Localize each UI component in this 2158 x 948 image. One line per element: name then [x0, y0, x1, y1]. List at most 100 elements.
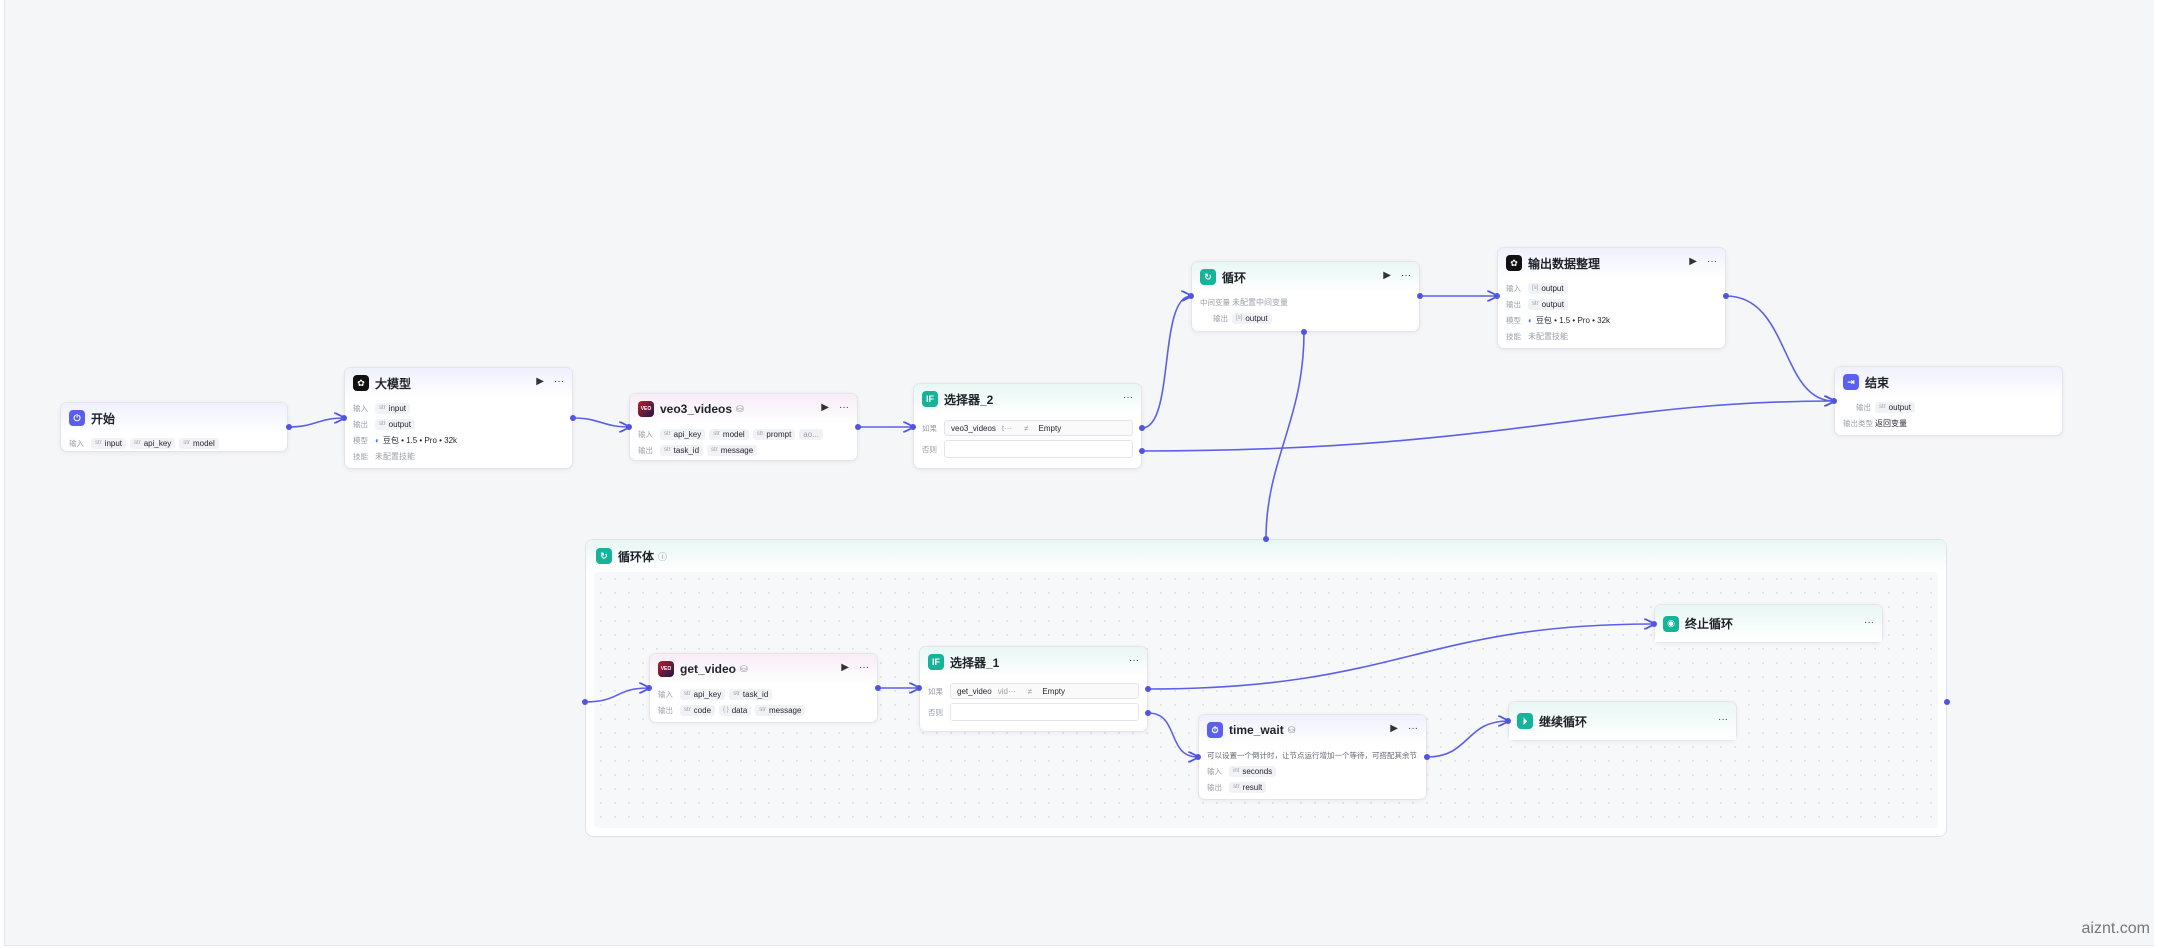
node-header: ⏻ 开始 [61, 403, 287, 433]
input-port[interactable] [916, 685, 922, 691]
run-button[interactable]: ▶ [1689, 256, 1697, 267]
input-port[interactable] [910, 424, 916, 430]
if-port[interactable] [1145, 686, 1151, 692]
input-port[interactable] [1651, 621, 1657, 627]
condition-field[interactable]: get_video vid··· ≠ Empty [950, 683, 1139, 699]
else-field[interactable] [944, 440, 1133, 458]
skill-value: 未配置技能 [375, 451, 415, 461]
more-button[interactable]: ··· [1864, 617, 1874, 628]
node-selector-2[interactable]: IF 选择器_2 ··· 如果 veo3_videos t··· ≠ Empty… [913, 383, 1142, 469]
input-label: 输入 [638, 429, 653, 439]
more-button[interactable]: ··· [859, 662, 869, 673]
run-button[interactable]: ▶ [1390, 723, 1398, 734]
node-selector-1[interactable]: IF 选择器_1 ··· 如果 get_video vid··· ≠ Empty… [919, 646, 1148, 732]
output-port[interactable] [1723, 293, 1729, 299]
continue-icon: ⏵ [1517, 713, 1533, 729]
plugin-icon: ⛁ [736, 403, 744, 414]
input-label: 输入 [1207, 766, 1222, 776]
if-port[interactable] [1139, 425, 1145, 431]
more-button[interactable]: ··· [1123, 392, 1133, 403]
else-port[interactable] [1139, 448, 1145, 454]
more-button[interactable]: ··· [1408, 723, 1418, 734]
else-port[interactable] [1145, 710, 1151, 716]
input-port[interactable] [1505, 718, 1511, 724]
output-port[interactable] [570, 415, 576, 421]
plugin-icon: ⛁ [740, 663, 748, 674]
input-port[interactable] [1195, 754, 1201, 760]
input-port[interactable] [341, 415, 347, 421]
run-button[interactable]: ▶ [1383, 270, 1391, 281]
node-title: 继续循环 [1539, 714, 1588, 729]
loop-body-input-port[interactable] [1263, 536, 1269, 542]
skill-value: 未配置技能 [1528, 331, 1568, 341]
node-header: ⇥ 结束 [1835, 367, 2062, 397]
input-port[interactable] [646, 685, 652, 691]
start-icon: ⏻ [69, 410, 85, 426]
more-button[interactable]: ··· [1707, 256, 1717, 267]
loop-body-port[interactable] [1301, 329, 1307, 335]
if-icon: IF [928, 654, 944, 670]
node-header: ↻ 循环 ▶··· [1192, 262, 1419, 292]
node-title: get_video [680, 662, 737, 676]
input-port[interactable] [1188, 293, 1194, 299]
node-title: 选择器_2 [944, 392, 994, 407]
plugin-icon: ⛁ [1287, 724, 1296, 735]
input-port[interactable] [1831, 398, 1837, 404]
condition-field[interactable]: veo3_videos t··· ≠ Empty [944, 420, 1133, 436]
else-field[interactable] [950, 703, 1139, 721]
if-label: 如果 [922, 423, 937, 433]
run-button[interactable]: ▶ [821, 402, 829, 413]
more-button[interactable]: ··· [1401, 270, 1411, 281]
more-button[interactable]: ··· [554, 376, 564, 387]
model-value: 豆包 • 1.5 • Pro • 32k [1535, 315, 1611, 325]
output-type-value: 返回变量 [1875, 418, 1907, 428]
output-port[interactable] [1417, 293, 1423, 299]
node-header: ⏵ 继续循环 ··· [1509, 702, 1736, 740]
node-title: 循环 [1222, 270, 1247, 285]
output-port[interactable] [855, 424, 861, 430]
more-button[interactable]: ··· [839, 402, 849, 413]
node-time-wait[interactable]: ⏱ time_wait ⛁ ▶··· 可以设置一个倒计时，让节点运行增加一个等待… [1198, 714, 1427, 800]
run-button[interactable]: ▶ [841, 662, 849, 673]
output-port[interactable] [875, 685, 881, 691]
loop-body-header: ↻ 循环体 ⓘ [586, 540, 1946, 572]
output-label: 输出 [658, 705, 673, 715]
output-port[interactable] [1424, 754, 1430, 760]
output-port[interactable] [286, 424, 292, 430]
node-stop-loop[interactable]: ◉ 终止循环 ··· [1654, 604, 1883, 643]
more-button[interactable]: ··· [1129, 655, 1139, 666]
info-icon[interactable]: ⓘ [658, 551, 668, 562]
else-label: 否则 [928, 707, 943, 717]
skill-label: 技能 [353, 451, 368, 461]
loop-body-start-port[interactable] [582, 699, 588, 705]
loop-body-end-port[interactable] [1944, 699, 1950, 705]
input-label: 输入 [353, 403, 368, 413]
more-button[interactable]: ··· [1718, 714, 1728, 725]
output-type-label: 输出类型 [1843, 418, 1873, 428]
node-loop[interactable]: ↻ 循环 ▶··· 中间变量未配置中间变量 输出[s]output [1191, 261, 1420, 332]
input-port[interactable] [1494, 293, 1500, 299]
output-label: 输出 [638, 445, 653, 455]
mid-var-value: 未配置中间变量 [1232, 297, 1288, 307]
node-continue-loop[interactable]: ⏵ 继续循环 ··· [1508, 701, 1737, 741]
input-port[interactable] [626, 424, 632, 430]
run-button[interactable]: ▶ [536, 376, 544, 387]
node-header: ✿ 大模型 ▶··· [345, 368, 572, 398]
timer-icon: ⏱ [1207, 722, 1223, 738]
